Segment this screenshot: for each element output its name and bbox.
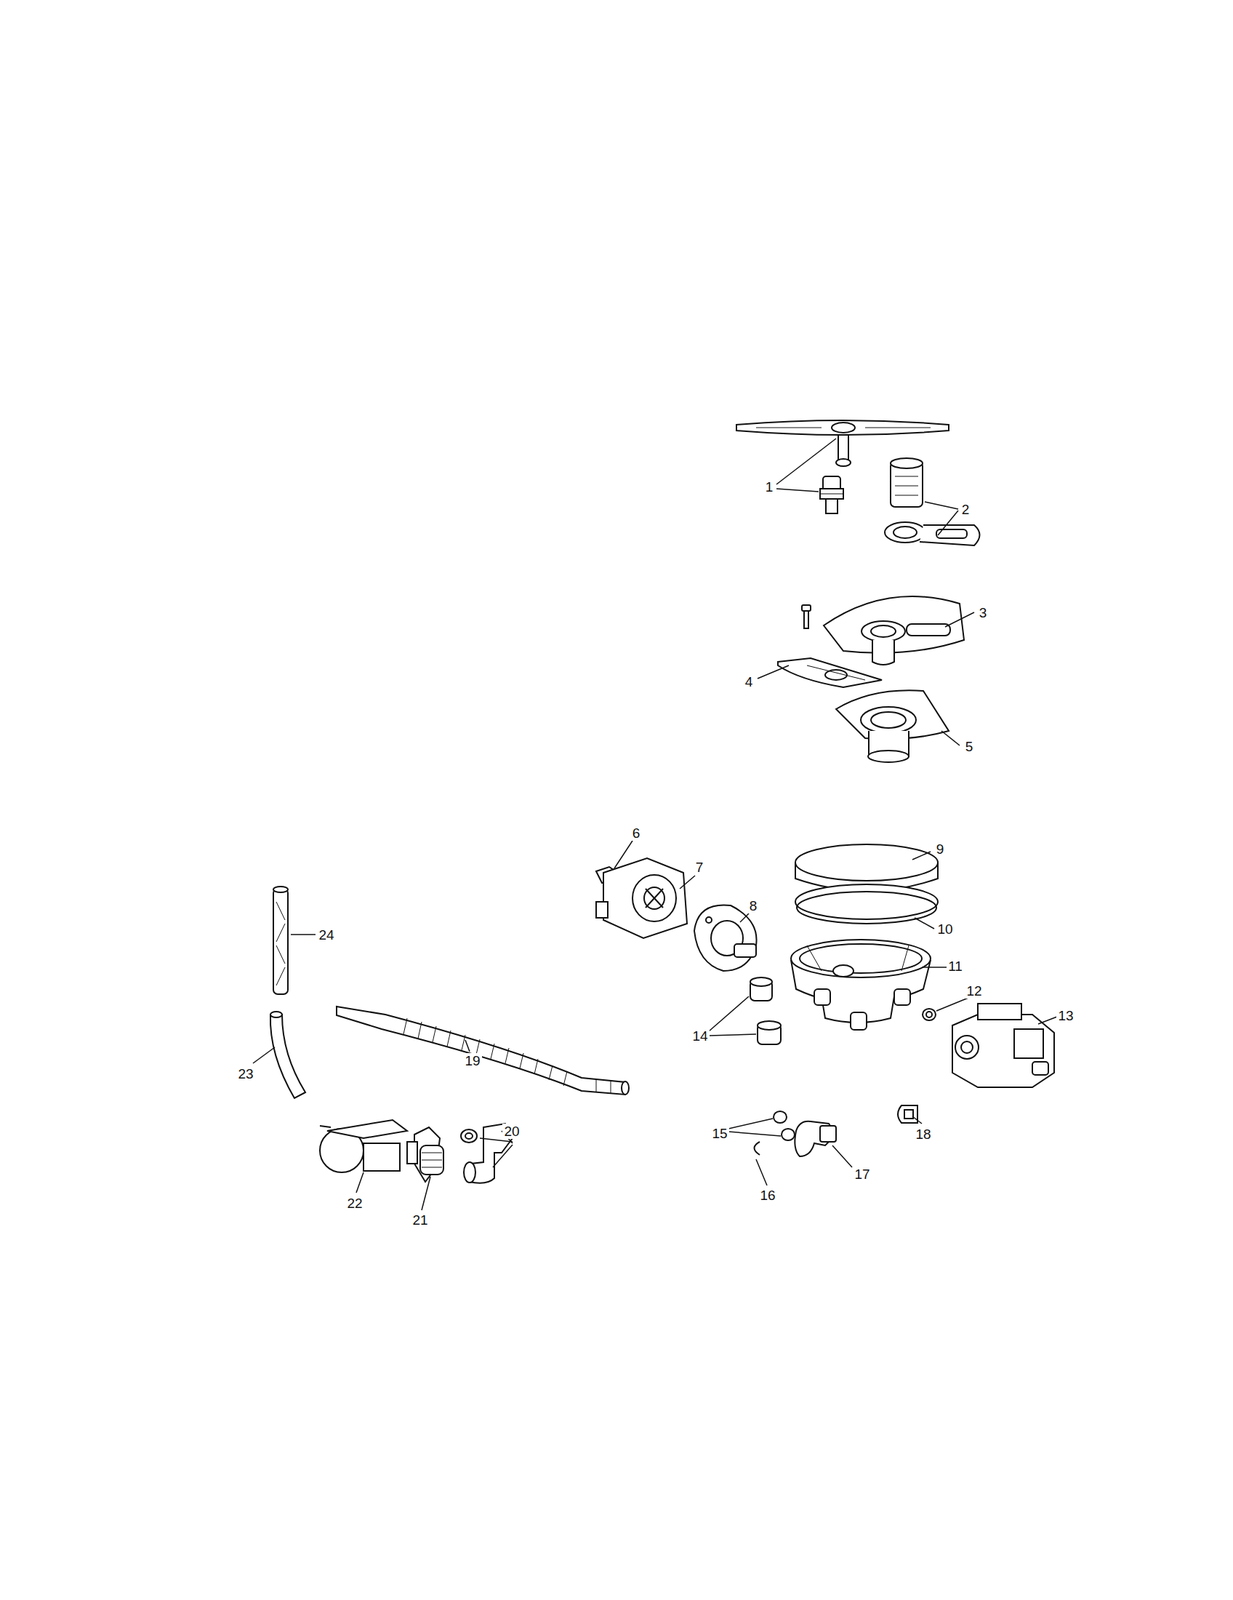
sump-filter bbox=[836, 689, 949, 762]
callout-number: 6 bbox=[631, 825, 642, 841]
callout-number: 9 bbox=[934, 841, 946, 857]
filter-part bbox=[884, 458, 981, 546]
callout-number: 15 bbox=[710, 1125, 729, 1141]
callout-number: 12 bbox=[964, 982, 983, 999]
callout-number: 8 bbox=[748, 897, 759, 914]
pump-motor bbox=[596, 857, 757, 971]
callout-number: 4 bbox=[743, 673, 755, 690]
callout-number: 23 bbox=[236, 1065, 255, 1082]
callout-number: 24 bbox=[316, 926, 336, 943]
callout-number: 3 bbox=[977, 604, 989, 621]
callout-number: 10 bbox=[935, 921, 954, 937]
callout-number: 11 bbox=[946, 958, 965, 974]
callout-number: 19 bbox=[463, 1052, 482, 1068]
callout-number: 14 bbox=[690, 1027, 709, 1044]
callout-number: 1 bbox=[764, 479, 775, 495]
drain-pump bbox=[319, 1119, 513, 1183]
drain-hose bbox=[336, 1006, 629, 1095]
callout-number: 17 bbox=[852, 1166, 871, 1182]
fine-filter bbox=[777, 604, 882, 688]
callout-number: 5 bbox=[964, 738, 975, 754]
hoses bbox=[270, 886, 306, 1098]
callout-number: 22 bbox=[345, 1195, 364, 1211]
small-fittings bbox=[754, 1110, 837, 1156]
callout-number: 20 bbox=[502, 1123, 521, 1139]
callout-number: 13 bbox=[1056, 1007, 1075, 1023]
sump-assembly bbox=[790, 844, 938, 1030]
callout-number: 7 bbox=[694, 859, 706, 875]
callout-number: 2 bbox=[960, 501, 972, 517]
callout-number: 21 bbox=[410, 1211, 429, 1228]
spray-arm bbox=[736, 420, 949, 514]
callout-number: 18 bbox=[913, 1126, 933, 1142]
filter-plate bbox=[823, 596, 965, 665]
callout-number: 16 bbox=[758, 1187, 777, 1203]
leader-lines bbox=[252, 438, 1058, 1210]
valve-assembly bbox=[897, 1003, 1055, 1123]
